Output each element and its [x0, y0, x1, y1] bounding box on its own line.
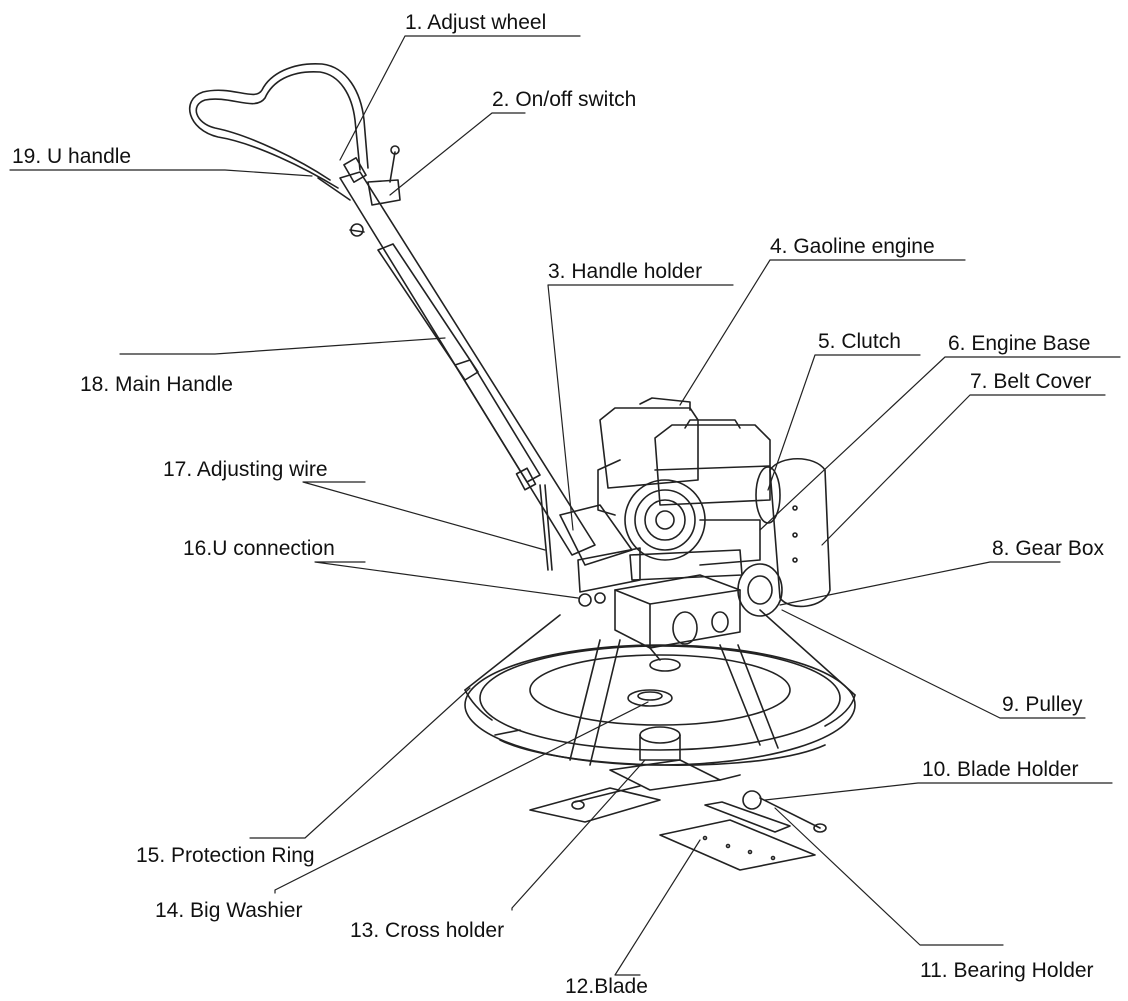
label-u-handle: 19. U handle [12, 145, 132, 168]
label-belt-cover: 7. Belt Cover [970, 370, 1092, 393]
leader-lines [9, 35, 1121, 976]
washer-cross-drawing [609, 689, 721, 791]
leader-adjusting-wire [302, 481, 546, 551]
leader-u-connection [314, 561, 579, 599]
label-handle-holder: 3. Handle holder [548, 260, 703, 283]
label-big-washer: 14. Big Washier [155, 899, 303, 922]
leader-adjust-wheel [339, 35, 581, 161]
leader-big-washer [274, 701, 649, 894]
leader-pulley [781, 609, 1086, 719]
label-bearing-holder: 11. Bearing Holder [920, 959, 1094, 982]
label-adjusting-wire: 17. Adjusting wire [163, 458, 328, 481]
label-cross-holder: 13. Cross holder [350, 919, 505, 942]
leader-blade [614, 839, 701, 976]
label-protection-ring: 15. Protection Ring [136, 844, 315, 867]
leader-belt-cover [821, 394, 1106, 546]
label-engine-base: 6. Engine Base [948, 332, 1091, 355]
leader-main-handle [119, 337, 446, 355]
protection-ring-drawing [464, 609, 856, 766]
label-main-handle: 18. Main Handle [80, 373, 233, 396]
main-handle-drawing [339, 171, 596, 571]
leader-handle-holder [547, 284, 734, 531]
label-gear-box: 8. Gear Box [992, 537, 1105, 560]
label-blade-holder: 10. Blade Holder [922, 758, 1079, 781]
label-pulley: 9. Pulley [1002, 693, 1083, 716]
u-handle-drawing [188, 63, 369, 237]
label-on-off-switch: 2. On/off switch [492, 88, 637, 111]
leader-engine-base [759, 356, 1121, 531]
label-blade: 12.Blade [565, 975, 648, 998]
label-gasoline-engine: 4. Gaoline engine [770, 235, 935, 258]
leader-bearing-holder [774, 807, 1004, 946]
switch-drawing [367, 145, 401, 206]
leader-gasoline-engine [679, 259, 966, 406]
leader-clutch [767, 354, 921, 491]
leader-gear-box [779, 561, 1061, 606]
gear-box-drawing [614, 574, 741, 672]
leader-on-off-switch [389, 112, 526, 196]
leader-cross-holder [511, 759, 646, 911]
leader-u-handle [9, 169, 313, 177]
belt-cover-drawing [737, 458, 831, 617]
engine-drawing [597, 397, 771, 581]
label-adjust-wheel: 1. Adjust wheel [405, 11, 547, 34]
leader-blade-holder [764, 782, 1113, 801]
leader-protection-ring [249, 687, 471, 839]
blades-drawing [494, 729, 827, 871]
label-u-connection: 16.U connection [183, 537, 335, 560]
label-clutch: 5. Clutch [818, 330, 901, 353]
